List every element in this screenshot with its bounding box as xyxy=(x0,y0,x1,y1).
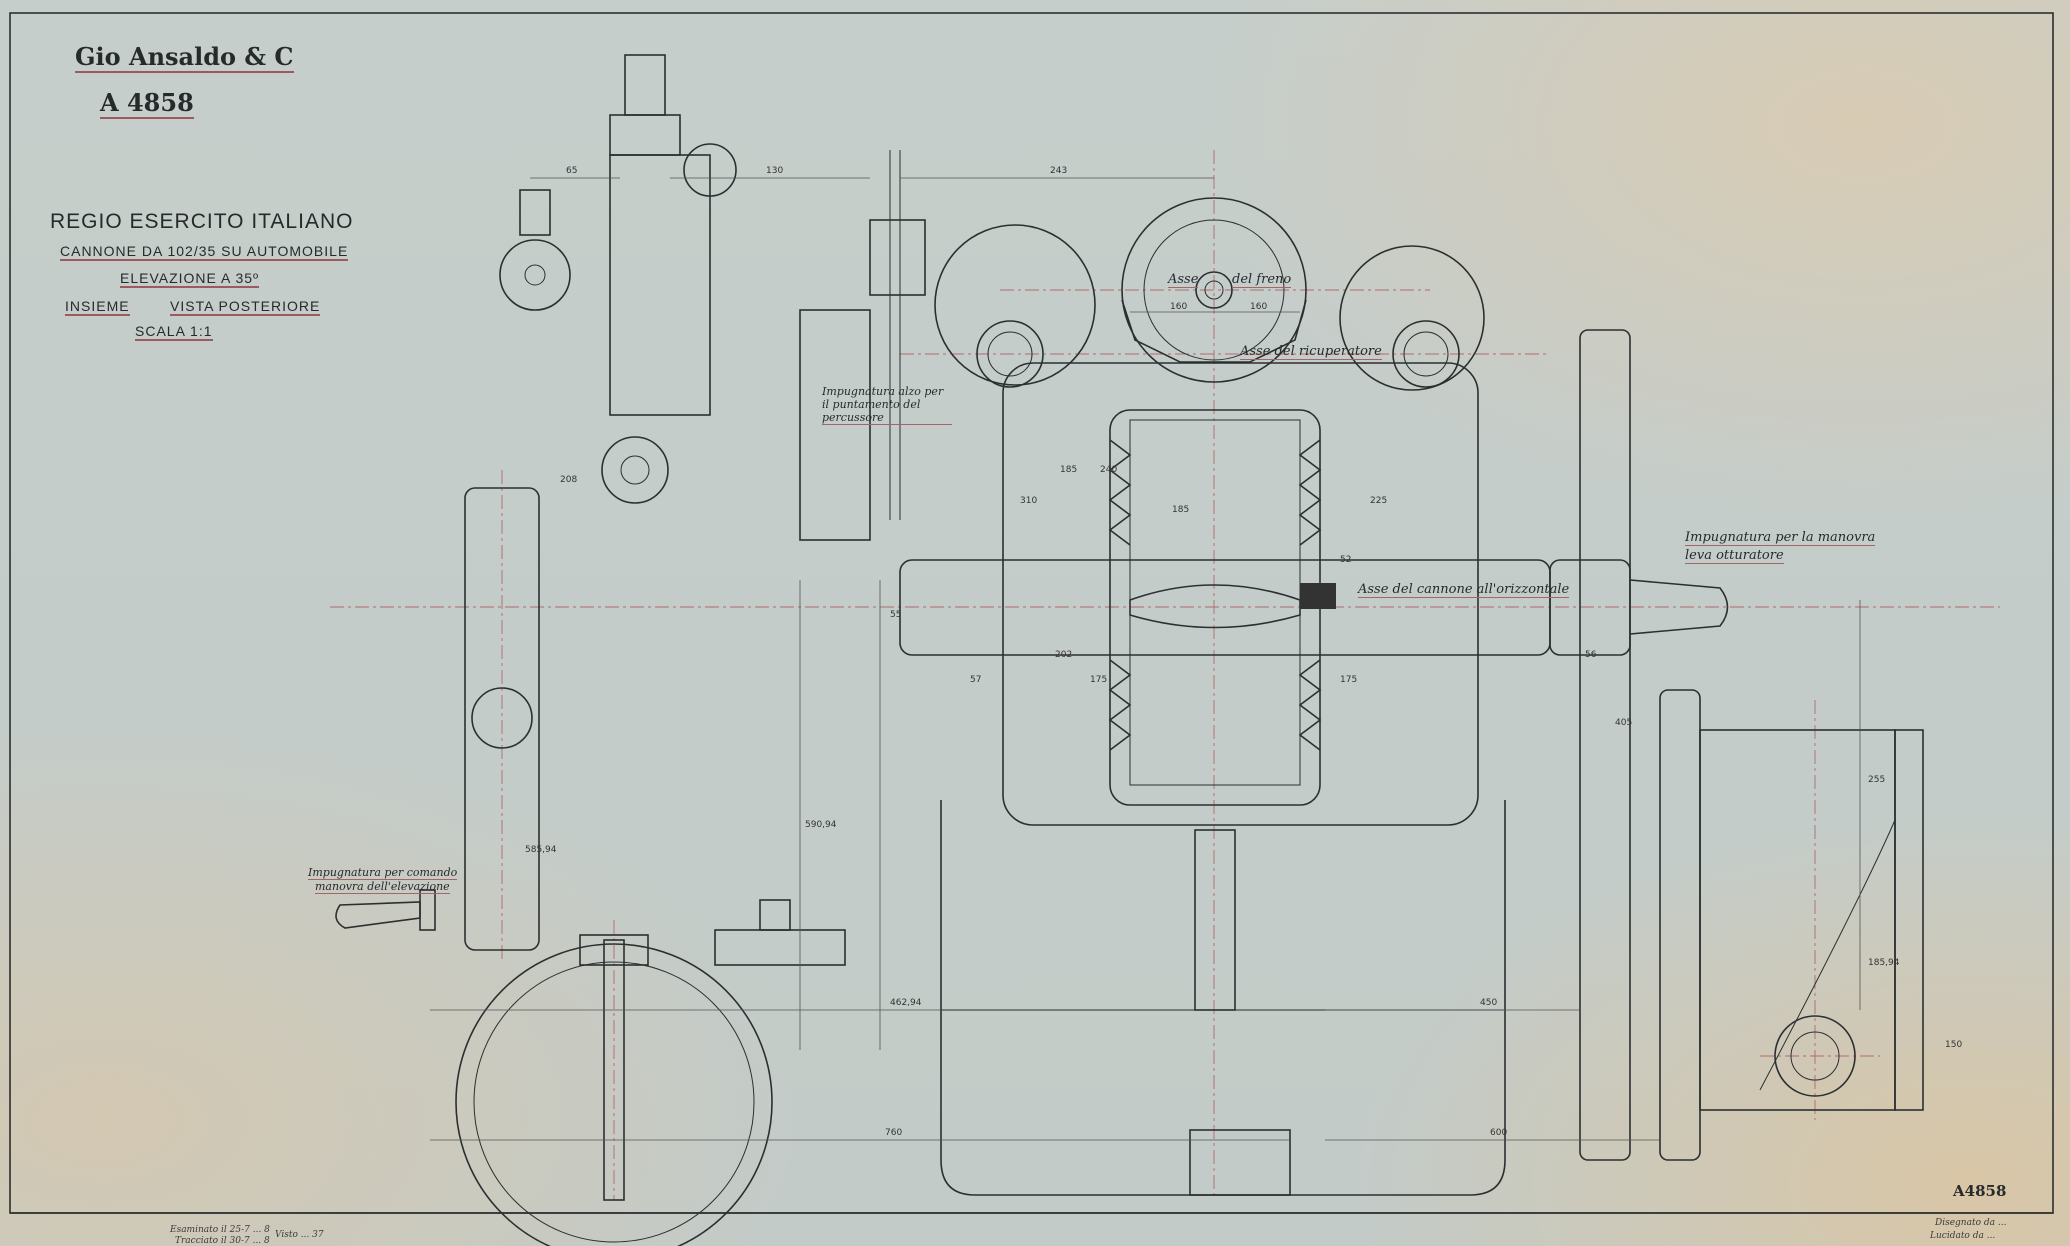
dim-label: 56 xyxy=(1585,650,1597,660)
dim-label: 160 xyxy=(1170,302,1188,312)
dim-label: 57 xyxy=(970,675,982,685)
dim-label: 310 xyxy=(1020,496,1038,506)
recuperator xyxy=(976,320,1460,388)
breech-handle-note-2: leva otturatore xyxy=(1685,548,1784,564)
brake-axis-label-b: del freno xyxy=(1232,272,1292,288)
dim-label: 185,94 xyxy=(1868,958,1900,968)
dim-label: 160 xyxy=(1250,302,1268,312)
dim-label: 590,94 xyxy=(805,820,837,830)
title-line-3: ELEVAZIONE A 35º xyxy=(120,270,260,288)
brake-cylinder xyxy=(934,197,1485,391)
drawing-number: A 4858 xyxy=(100,88,194,119)
elevation-handle-note-2: manovra dell'elevazione xyxy=(315,880,450,894)
sight-assembly xyxy=(499,54,926,541)
dim-label: 185 xyxy=(1172,505,1190,515)
dim-label: 600 xyxy=(1490,1128,1508,1138)
recuperator-axis-label: Asse del ricuperatore xyxy=(1240,344,1382,360)
dim-label: 202 xyxy=(1055,650,1073,660)
breech-handle-note-1: Impugnatura per la manovra xyxy=(1685,530,1876,546)
gun-axis-label: Asse del cannone all'orizzontale xyxy=(1358,582,1570,598)
handwritten-note: Tracciato il 30-7 ... 8 xyxy=(175,1236,270,1246)
handwritten-note: Lucidato da ... xyxy=(1930,1231,1996,1241)
dim-label: 450 xyxy=(1480,998,1498,1008)
dimension-lines xyxy=(430,177,1861,1141)
dim-label: 185 xyxy=(1060,465,1078,475)
dim-label: 240 xyxy=(1100,465,1118,475)
dim-label: 405 xyxy=(1615,718,1633,728)
dim-label: 52 xyxy=(1340,555,1352,565)
dim-label: 175 xyxy=(1090,675,1108,685)
axis-lines xyxy=(330,150,2000,1200)
dim-label: 150 xyxy=(1945,1040,1963,1050)
brake-axis-label-a: Asse xyxy=(1168,272,1199,288)
dim-label: 585,94 xyxy=(525,845,557,855)
dim-label: 65 xyxy=(566,166,578,176)
company-name: Gio Ansaldo & C xyxy=(75,42,294,73)
sight-handle-note: Impugnatura alzo per il puntamento del p… xyxy=(822,385,952,425)
cradle-body xyxy=(899,362,1729,826)
dim-label: 175 xyxy=(1340,675,1358,685)
dim-label: 255 xyxy=(1868,775,1886,785)
elevation-handle-note-1: Impugnatura per comando xyxy=(308,866,458,880)
handwritten-note: Visto ... 37 xyxy=(275,1230,324,1240)
handwritten-note: Disegnato da ... xyxy=(1935,1218,2007,1228)
dim-label: 243 xyxy=(1050,166,1068,176)
dim-label: 462,94 xyxy=(890,998,922,1008)
sheet-border xyxy=(9,12,2054,1214)
dim-label: 130 xyxy=(766,166,784,176)
scale-label: SCALA 1:1 xyxy=(135,323,213,341)
title-line-4b: VISTA POSTERIORE xyxy=(170,298,321,316)
title-line-2: CANNONE DA 102/35 SU AUTOMOBILE xyxy=(60,243,349,261)
corner-drawing-number: A4858 xyxy=(1953,1182,2007,1200)
title-line-4a: INSIEME xyxy=(65,298,130,316)
title-line-1: REGIO ESERCITO ITALIANO xyxy=(50,210,354,233)
elevation-mechanism xyxy=(335,487,846,1246)
dim-label: 208 xyxy=(560,475,578,485)
dim-label: 55 xyxy=(890,610,902,620)
dim-label: 225 xyxy=(1370,496,1388,506)
dim-label: 760 xyxy=(885,1128,903,1138)
lower-carriage xyxy=(940,329,1924,1196)
handwritten-note: Esaminato il 25-7 ... 8 xyxy=(170,1225,270,1235)
